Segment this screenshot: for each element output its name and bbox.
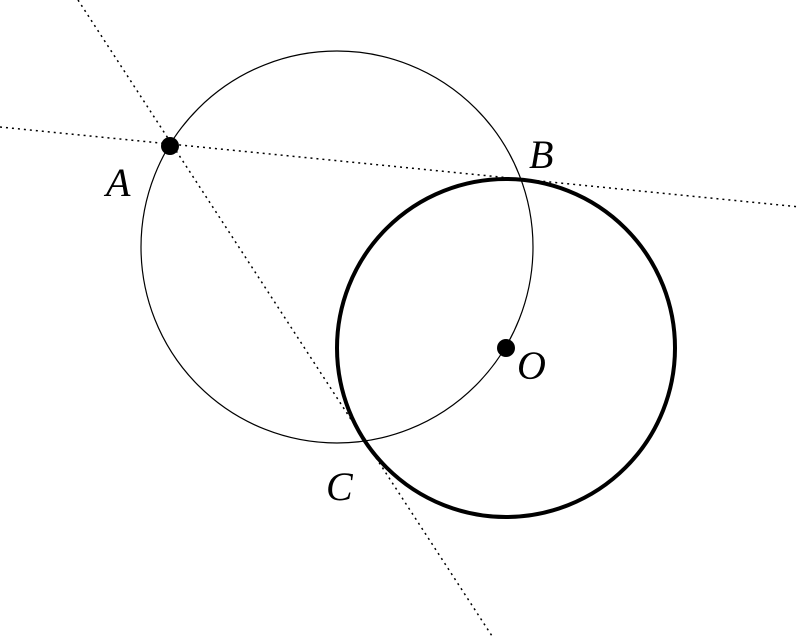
label-b: B — [529, 132, 553, 177]
label-a: A — [103, 160, 131, 205]
thick-circle-center-o — [335, 177, 677, 519]
label-o: O — [517, 343, 546, 388]
dotted-line-ac — [77, 0, 493, 636]
dotted-line-ab — [0, 126, 800, 208]
label-c: C — [326, 464, 354, 509]
point-a — [161, 137, 179, 155]
point-o — [497, 339, 515, 357]
thin-circle-abco — [140, 50, 534, 444]
